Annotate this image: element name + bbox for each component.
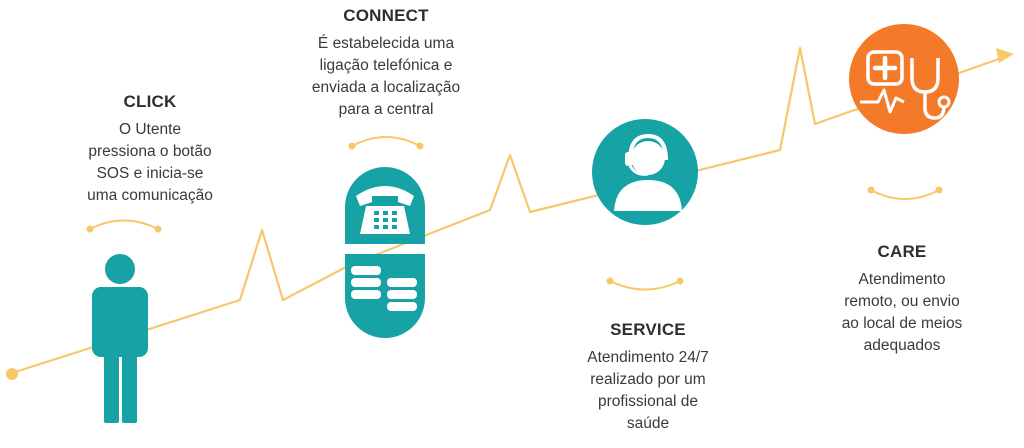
step-care: CARE Atendimento remoto, ou envio ao loc… [792, 242, 1012, 357]
person-icon [92, 254, 148, 423]
step-title: CONNECT [343, 6, 429, 25]
timeline-start-dot [6, 368, 18, 380]
step-click: CLICK O Utente pressiona o botão SOS e i… [40, 92, 260, 207]
service-connector-arc [609, 280, 681, 291]
step-connect: CONNECT É estabelecida uma ligação telef… [276, 6, 496, 121]
step-description: É estabelecida uma ligação telefónica e … [311, 35, 461, 118]
connector-arcs [86, 136, 943, 291]
step-title: SERVICE [610, 320, 686, 339]
care-connector-arc [870, 189, 940, 200]
click-connector-arc [89, 219, 159, 230]
step-description: O Utente pressiona o botão SOS e inicia-… [87, 121, 213, 204]
step-service: SERVICE Atendimento 24/7 realizado por u… [538, 320, 758, 435]
connect-connector-arc [351, 136, 421, 147]
step-description: Atendimento 24/7 realizado por um profis… [587, 349, 709, 432]
headset-operator-icon [592, 119, 698, 225]
step-title: CARE [877, 242, 927, 261]
step-title: CLICK [123, 92, 177, 111]
heartbeat-timeline [11, 46, 1011, 375]
timeline-arrowhead [996, 48, 1014, 63]
step-description: Atendimento remoto, ou envio ao local de… [841, 271, 963, 354]
database-icon [351, 266, 417, 311]
medical-stethoscope-icon [849, 24, 959, 134]
telephone-icon [345, 167, 425, 338]
